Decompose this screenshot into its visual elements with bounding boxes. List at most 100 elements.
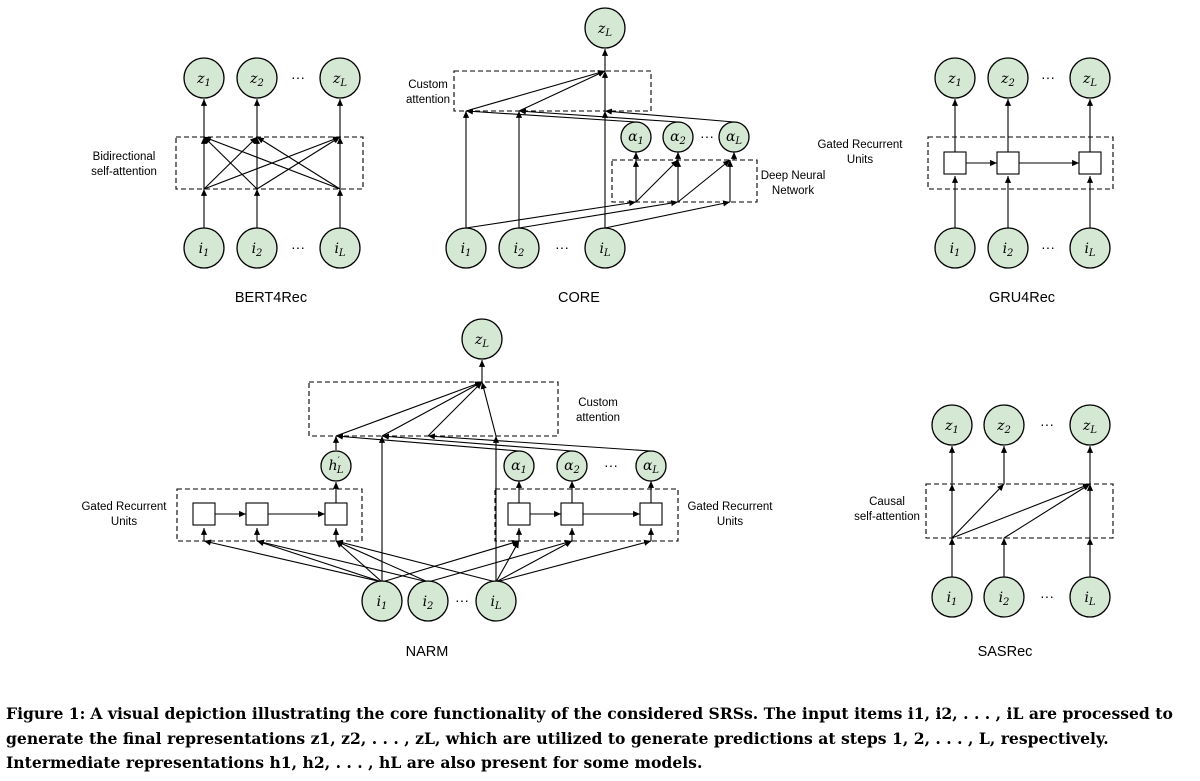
figure-caption-label: Figure 1: [6, 704, 86, 723]
svg-text:iL: iL [1084, 241, 1095, 259]
core-title: CORE [558, 290, 600, 306]
core-dnn-label-line2: Network [772, 185, 814, 197]
sasrec-box-label-line1: Causal [869, 496, 905, 508]
sasrec-output-z2: z2 [983, 404, 1025, 446]
narm-right-gru-box [494, 488, 679, 542]
bert4rec-output-z2: z2 [236, 57, 278, 99]
sasrec-input-i1: i1 [931, 576, 973, 618]
narm-left-cell-2 [245, 502, 269, 526]
gru4rec-box-label-line1: Gated Recurrent [817, 139, 903, 151]
figure-caption-text: A visual depiction illustrating the core… [6, 704, 1173, 772]
gru4rec-gru-box [927, 136, 1114, 190]
sasrec-box-label-line2: self-attention [854, 511, 920, 523]
svg-text:i2: i2 [514, 241, 525, 259]
gru4rec-cell-1 [943, 151, 967, 175]
core-output-zL: zL [584, 7, 626, 49]
gru4rec-output-z2: z2 [987, 57, 1029, 99]
core-attention-box [453, 70, 652, 112]
svg-text:iL: iL [599, 241, 610, 259]
bert4rec-output-z1: z1 [183, 57, 225, 99]
bert4rec-input-iL: iL [319, 227, 361, 269]
narm-input-iL: iL [475, 580, 517, 622]
gru4rec-box-label-line2: Units [847, 154, 873, 166]
narm-right-cell-2 [560, 502, 584, 526]
core-input-i2: i2 [498, 227, 540, 269]
core-weight-alpha1: α1 [620, 121, 652, 153]
narm-attention-box [308, 381, 559, 437]
narm-input-i1: i1 [361, 580, 403, 622]
svg-text:iL: iL [334, 241, 345, 259]
sasrec-input-ellipsis: ··· [1040, 588, 1054, 604]
svg-text:i2: i2 [1003, 241, 1014, 259]
core-weight-alphaL: αL [718, 121, 750, 153]
bert4rec-attention-box [175, 136, 364, 190]
svg-text:iL: iL [1084, 590, 1095, 608]
bert4rec-input-i2: i2 [236, 227, 278, 269]
gru4rec-cell-L [1078, 151, 1102, 175]
svg-text:iL: iL [490, 594, 501, 612]
narm-attention-label-line2: attention [576, 412, 620, 424]
narm-title: NARM [406, 644, 449, 660]
core-dnn-box [611, 159, 758, 203]
gru4rec-input-i2: i2 [987, 227, 1029, 269]
narm-input-ellipsis: ··· [455, 592, 469, 608]
bert4rec-input-i1: i1 [183, 227, 225, 269]
bert4rec-box-label-line1: Bidirectional [93, 151, 156, 163]
core-weight-alpha2: α2 [662, 121, 694, 153]
gru4rec-input-ellipsis: ··· [1041, 239, 1055, 255]
narm-output-zL: zL [461, 318, 503, 360]
sasrec-input-i2: i2 [983, 576, 1025, 618]
core-input-i1: i1 [445, 227, 487, 269]
narm-left-gru-label-line1: Gated Recurrent [81, 501, 167, 513]
narm-right-gru-label-line1: Gated Recurrent [687, 501, 773, 513]
narm-right-gru-label-line2: Units [717, 516, 743, 528]
bert4rec-output-zL: zL [319, 57, 361, 99]
svg-text:i1: i1 [377, 594, 388, 612]
core-dnn-label-line1: Deep Neural [761, 170, 826, 182]
srs-architecture-diagram: Bidirectional self-attention z1 z2 ··· z… [81, 7, 1114, 660]
narm-weight-ellipsis: ··· [604, 457, 618, 473]
narm-panel: Custom attention Gated Recurrent Units G… [81, 318, 773, 660]
bert4rec-output-ellipsis: ··· [291, 69, 305, 85]
svg-text:i1: i1 [461, 241, 472, 259]
narm-left-cell-L [324, 502, 348, 526]
gru4rec-output-z1: z1 [934, 57, 976, 99]
svg-text:i1: i1 [950, 241, 961, 259]
core-weight-ellipsis: ··· [700, 128, 714, 144]
svg-text:i2: i2 [999, 590, 1010, 608]
gru4rec-output-zL: zL [1069, 57, 1111, 99]
narm-right-cell-1 [507, 502, 531, 526]
sasrec-output-zL: zL [1069, 404, 1111, 446]
narm-hidden-hL: h′L [320, 450, 352, 482]
sasrec-input-iL: iL [1069, 576, 1111, 618]
gru4rec-input-iL: iL [1069, 227, 1111, 269]
gru4rec-title: GRU4Rec [989, 290, 1055, 306]
bert4rec-panel: Bidirectional self-attention z1 z2 ··· z… [91, 57, 364, 306]
narm-weight-alpha2: α2 [556, 450, 588, 482]
figure-caption: Figure 1: A visual depiction illustratin… [6, 702, 1194, 776]
narm-weight-alphaL: αL [635, 450, 667, 482]
svg-text:i1: i1 [199, 241, 210, 259]
narm-left-cell-1 [192, 502, 216, 526]
sasrec-output-ellipsis: ··· [1040, 416, 1054, 432]
narm-input-i2: i2 [407, 580, 449, 622]
svg-text:i1: i1 [947, 590, 958, 608]
sasrec-output-z1: z1 [931, 404, 973, 446]
narm-attention-label-line1: Custom [578, 397, 618, 409]
core-attention-label-line1: Custom [408, 79, 448, 91]
narm-right-cell-L [639, 502, 663, 526]
core-panel: Custom attention Deep Neural Network zL … [406, 7, 826, 306]
core-input-iL: iL [584, 227, 626, 269]
bert4rec-title: BERT4Rec [235, 290, 307, 306]
bert4rec-box-label-line2: self-attention [91, 166, 157, 178]
gru4rec-input-i1: i1 [934, 227, 976, 269]
svg-text:i2: i2 [423, 594, 434, 612]
gru4rec-panel: Gated Recurrent Units z1 z2 ··· zL i1 i2… [817, 57, 1114, 306]
gru4rec-cell-2 [996, 151, 1020, 175]
core-attention-label-line2: attention [406, 94, 450, 106]
sasrec-title: SASRec [978, 644, 1033, 660]
narm-left-gru-box [176, 488, 363, 542]
narm-weight-alpha1: α1 [503, 450, 535, 482]
narm-left-gru-label-line2: Units [111, 516, 137, 528]
bert4rec-input-ellipsis: ··· [291, 239, 305, 255]
